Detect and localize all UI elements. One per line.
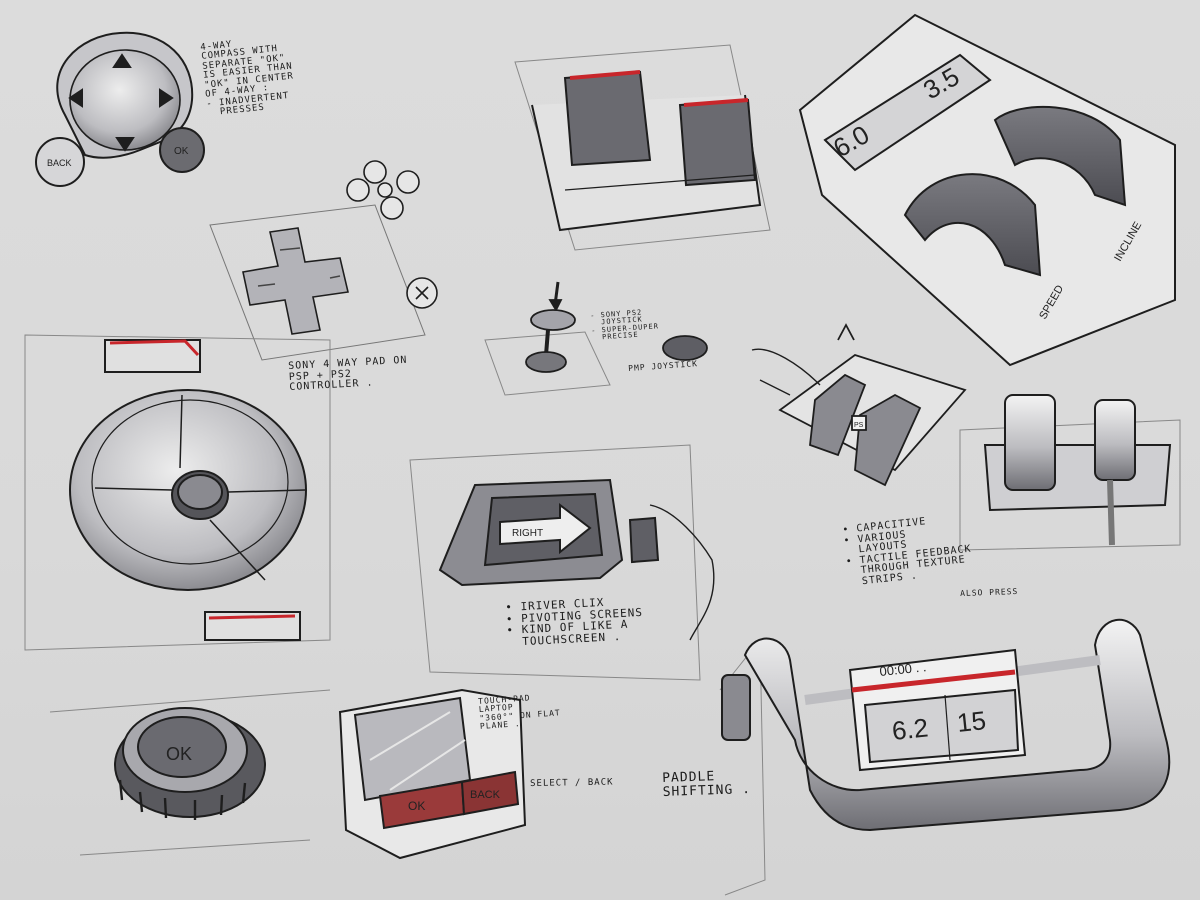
compass-back-label: BACK — [47, 158, 72, 168]
capacitive-strips-sketch — [751, 323, 967, 487]
ps2-joystick-note: - SONY PS2 JOYSTICK - SUPER-DUPER PRECIS… — [589, 308, 660, 342]
ps2-joystick-sketch — [484, 281, 708, 396]
treadmill-panel-sketch — [798, 13, 1176, 367]
touchpad-back-label: BACK — [470, 789, 501, 801]
iriver-right-label: RIGHT — [512, 528, 543, 539]
touchpad-ok-label: OK — [408, 799, 425, 813]
dial-ok-label: OK — [166, 744, 192, 764]
touchpad-device-sketch — [338, 688, 527, 860]
select-back-note: SELECT / BACK — [529, 777, 614, 789]
twin-paddle-sketch — [514, 44, 771, 251]
round-dial-sketch — [24, 334, 331, 651]
compass-4way-sketch — [35, 31, 205, 187]
strips-ps-label: PS — [854, 422, 864, 429]
compass-note: 4-WAY COMPASS WITH SEPARATE "OK" IS EASI… — [199, 39, 295, 119]
capacitive-note: • CAPACITIVE • VARIOUS LAYOUTS • TACTILE… — [841, 516, 973, 589]
compass-ok-label: OK — [174, 146, 189, 157]
paddle-wheel-sketch — [719, 618, 1171, 896]
slide-knobs-sketch — [959, 394, 1181, 551]
wheel-time-label: 00:00 . . — [879, 659, 927, 679]
touchpad-note: TOUCH-PAD LAPTOP "360°" ON FLAT PLANE . — [477, 693, 561, 732]
paddle-shifting-note: PADDLE SHIFTING . — [661, 769, 752, 800]
sony-dpad-sketch — [209, 160, 438, 361]
iriver-pad-sketch — [409, 444, 715, 681]
sony-pad-note: SONY 4 WAY PAD ON PSP + PS2 CONTROLLER . — [287, 354, 408, 393]
wheel-right-value: 15 — [955, 705, 987, 738]
iriver-note: • iRIVER CLiX • PIVOTING SCREENS • KIND … — [504, 595, 644, 649]
wheel-left-value: 6.2 — [890, 712, 929, 746]
ok-knob-sketch — [49, 689, 331, 856]
